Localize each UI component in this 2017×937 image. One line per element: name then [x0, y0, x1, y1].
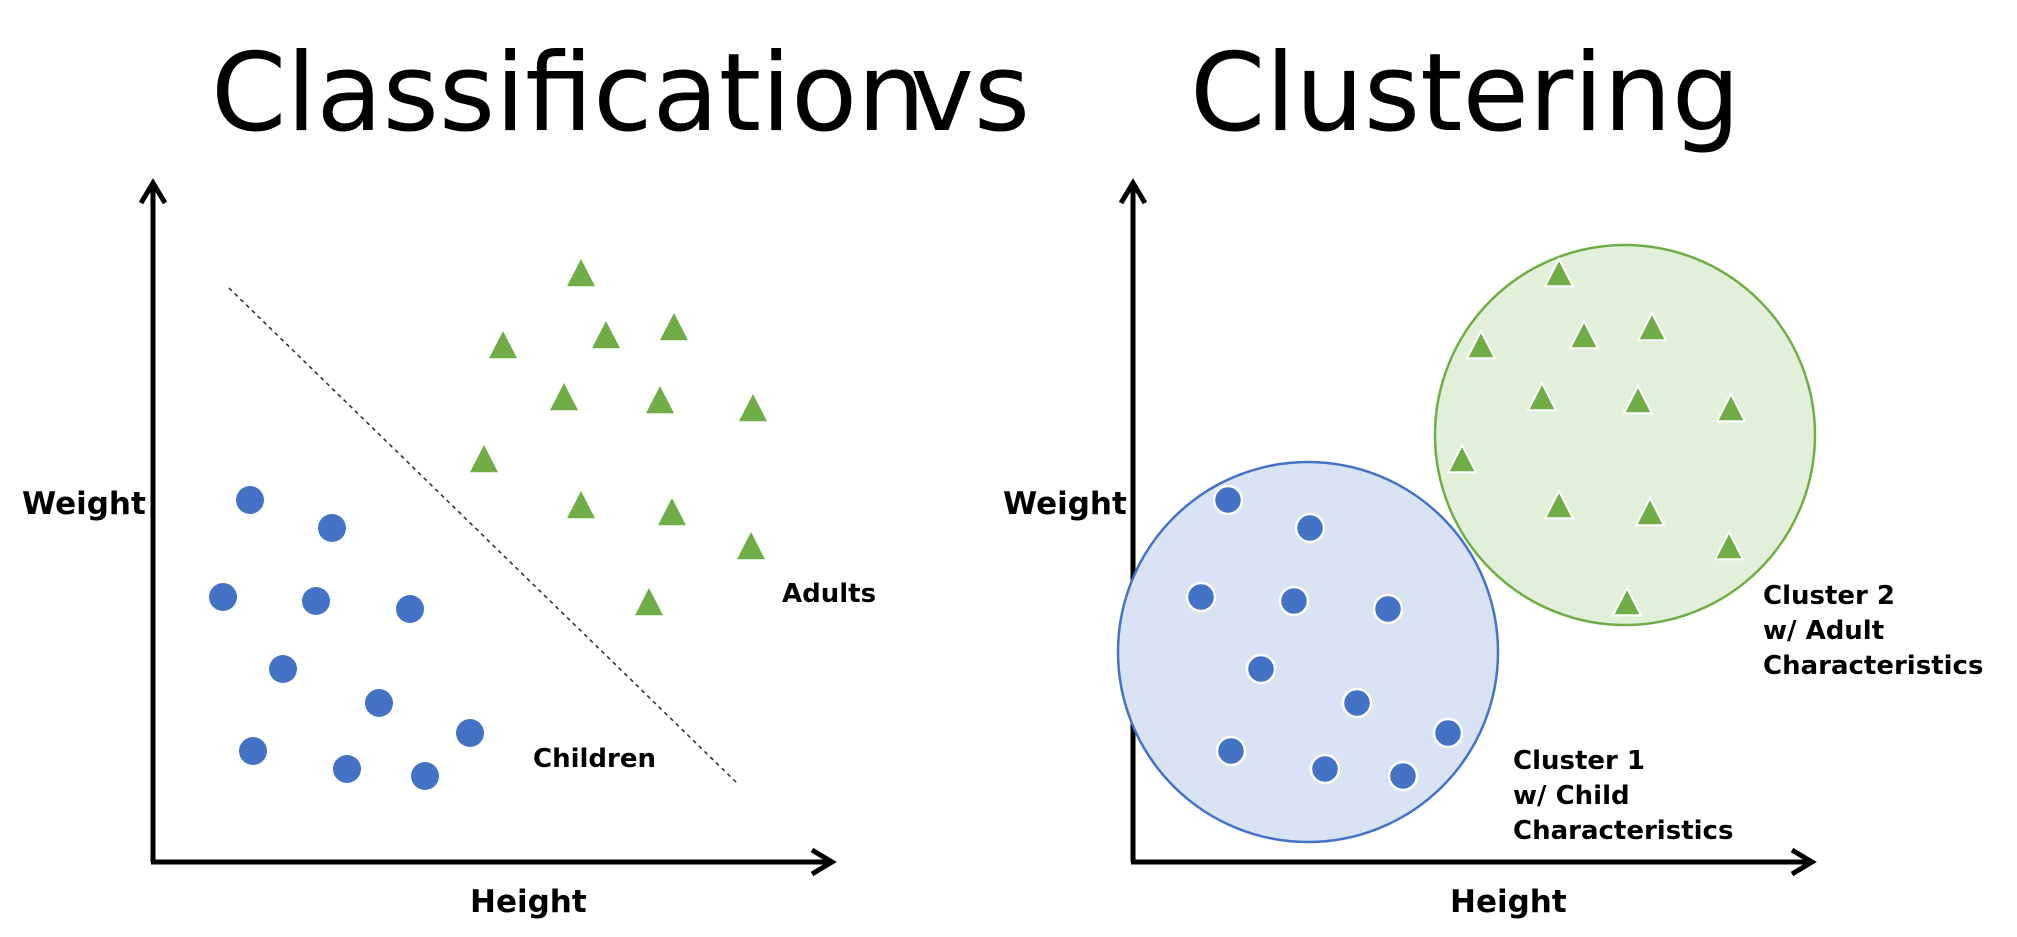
cluster-2-point-11 [1713, 529, 1745, 561]
cluster-2-point-12 [1611, 585, 1643, 617]
cluster-1-point-11 [1387, 760, 1419, 792]
cluster-1-point-7 [1341, 687, 1373, 719]
adult-point-8 [470, 445, 498, 473]
classification-adult-points [470, 259, 767, 616]
cluster-1-point-6 [1245, 653, 1277, 685]
clustering-y-axis-label: Weight [1003, 486, 1127, 522]
adult-point-2 [489, 331, 517, 359]
adults-label: Adults [782, 579, 876, 609]
cluster-2-label-line3: Characteristics [1763, 651, 1983, 681]
child-point-4 [302, 587, 330, 615]
child-point-6 [269, 655, 297, 683]
cluster-2-point-10 [1634, 495, 1666, 527]
child-point-1 [236, 486, 264, 514]
cluster-1-point-5 [1372, 593, 1404, 625]
cluster-1-point-3 [1185, 581, 1217, 613]
adult-point-7 [739, 394, 767, 422]
classification-axes [138, 178, 837, 877]
cluster-1-points [1185, 484, 1464, 792]
cluster-2-point-4 [1636, 310, 1668, 342]
adult-point-10 [658, 498, 686, 526]
title-clustering: Clustering [1190, 31, 1741, 156]
classification-x-axis-label: Height [470, 884, 587, 920]
cluster-1-point-8 [1432, 717, 1464, 749]
children-label: Children [533, 744, 656, 774]
child-point-3 [209, 583, 237, 611]
cluster-2-region [1433, 243, 1817, 627]
adult-point-6 [646, 386, 674, 414]
clustering-x-axis-arrowhead [1790, 847, 1817, 877]
clustering-y-axis-arrowhead [1118, 178, 1148, 205]
adult-point-11 [737, 532, 765, 560]
cluster-2-point-9 [1543, 488, 1575, 520]
adult-point-5 [550, 383, 578, 411]
cluster-2-label-line2: w/ Adult [1763, 616, 1884, 646]
cluster-1-point-4 [1278, 585, 1310, 617]
cluster-1-region [1116, 460, 1500, 844]
clustering-panel: Weight Height Cluster 1 w/ Child Charact… [1003, 178, 1983, 920]
title-classification: Classification [211, 31, 926, 156]
cluster-2-point-6 [1622, 383, 1654, 415]
adult-point-4 [660, 313, 688, 341]
classification-panel: Weight Height Adults Children [22, 178, 876, 920]
classification-x-axis-arrowhead [810, 847, 837, 877]
child-point-5 [396, 595, 424, 623]
clustering-x-axis-label: Height [1450, 884, 1567, 920]
adult-point-1 [567, 259, 595, 287]
cluster-2-point-7 [1715, 391, 1747, 423]
clustering-axes [1118, 178, 1817, 877]
cluster-2-point-1 [1543, 256, 1575, 288]
cluster-2-point-2 [1465, 328, 1497, 360]
cluster-1-label-line2: w/ Child [1513, 781, 1630, 811]
classification-y-axis-arrowhead [138, 178, 168, 205]
decision-boundary [228, 287, 739, 785]
cluster-1-label-line1: Cluster 1 [1513, 746, 1645, 776]
child-point-8 [456, 719, 484, 747]
title-vs: vs [910, 31, 1031, 156]
cluster-2-point-8 [1446, 442, 1478, 474]
cluster-1-point-1 [1212, 484, 1244, 516]
child-point-10 [333, 755, 361, 783]
cluster-1-label-line3: Characteristics [1513, 816, 1733, 846]
classification-children-points [209, 486, 484, 790]
cluster-1-point-2 [1294, 512, 1326, 544]
adult-point-12 [635, 588, 663, 616]
cluster-1-point-9 [1215, 735, 1247, 767]
adult-point-9 [567, 491, 595, 519]
cluster-2-point-5 [1526, 380, 1558, 412]
cluster-2-point-3 [1568, 318, 1600, 350]
cluster-1-point-10 [1309, 753, 1341, 785]
cluster-2-label-line1: Cluster 2 [1763, 581, 1895, 611]
classification-y-axis-label: Weight [22, 486, 146, 522]
adult-point-3 [592, 321, 620, 349]
child-point-11 [411, 762, 439, 790]
cluster-2-points [1446, 256, 1747, 617]
child-point-2 [318, 514, 346, 542]
child-point-9 [239, 737, 267, 765]
child-point-7 [365, 689, 393, 717]
